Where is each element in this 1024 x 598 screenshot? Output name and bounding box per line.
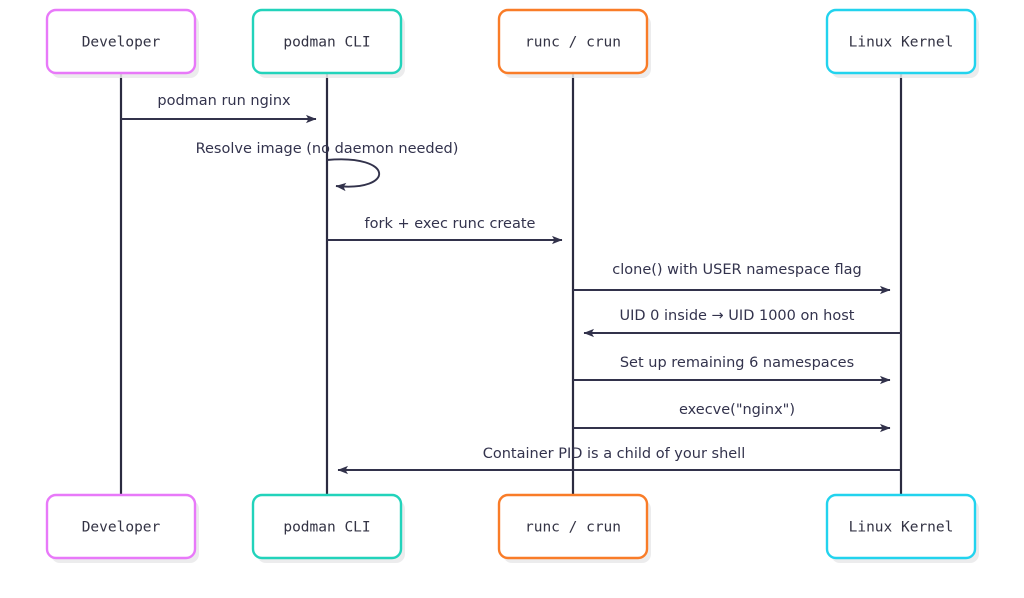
- message-5: UID 0 inside → UID 1000 on host: [583, 308, 901, 338]
- message-self-loop-arrow: [326, 158, 381, 192]
- actors-top-layer: Developer podman CLI runc / crun Linux Kern…: [45, 8, 979, 78]
- participant-linux-kernel-bottom[interactable]: Linux Kernel: [825, 493, 979, 563]
- participant-podman-cli-top[interactable]: podman CLI: [251, 8, 405, 78]
- participant-box[interactable]: [497, 8, 649, 75]
- participant-label: Developer: [82, 35, 161, 51]
- lifelines-layer: [119, 73, 903, 495]
- message-3: fork + exec runc create: [327, 216, 563, 245]
- message-8: Container PID is a child of your shell: [337, 446, 901, 475]
- actors-bottom-layer: Developer podman CLI runc / crun Linux Kern…: [45, 493, 979, 563]
- participant-label: Linux Kernel: [849, 35, 954, 51]
- participant-runc-crun-bottom[interactable]: runc / crun: [497, 493, 651, 563]
- participant-box[interactable]: [251, 8, 403, 75]
- participant-linux-kernel-top[interactable]: Linux Kernel: [825, 8, 979, 78]
- message-1: podman run nginx: [121, 93, 317, 124]
- message-label: fork + exec runc create: [365, 216, 536, 232]
- participant-podman-cli-bottom[interactable]: podman CLI: [251, 493, 405, 563]
- message-label: clone() with USER namespace flag: [612, 262, 861, 278]
- participant-box[interactable]: [45, 8, 197, 75]
- participant-label: podman CLI: [283, 520, 370, 536]
- participant-label: podman CLI: [283, 35, 370, 51]
- participant-box[interactable]: [251, 493, 403, 560]
- participant-box[interactable]: [825, 493, 977, 560]
- participant-box[interactable]: [825, 8, 977, 75]
- message-label: Set up remaining 6 namespaces: [620, 355, 854, 371]
- participant-developer-bottom[interactable]: Developer: [45, 493, 199, 563]
- message-label: execve("nginx"): [679, 402, 795, 418]
- message-4: clone() with USER namespace flag: [573, 262, 891, 295]
- participant-runc-crun-top[interactable]: runc / crun: [497, 8, 651, 78]
- participant-label: Linux Kernel: [849, 520, 954, 536]
- participant-label: runc / crun: [525, 520, 621, 536]
- message-6: Set up remaining 6 namespaces: [573, 355, 891, 385]
- participant-label: runc / crun: [525, 35, 621, 51]
- message-7: execve("nginx"): [573, 402, 891, 433]
- message-2: Resolve image (no daemon needed): [196, 141, 459, 192]
- message-label: Resolve image (no daemon needed): [196, 141, 459, 157]
- participant-developer-top[interactable]: Developer: [45, 8, 199, 78]
- message-label: podman run nginx: [157, 93, 291, 109]
- message-label: UID 0 inside → UID 1000 on host: [620, 308, 855, 324]
- participant-box[interactable]: [497, 493, 649, 560]
- participant-box[interactable]: [45, 493, 197, 560]
- message-label: Container PID is a child of your shell: [483, 446, 746, 462]
- participant-label: Developer: [82, 520, 161, 536]
